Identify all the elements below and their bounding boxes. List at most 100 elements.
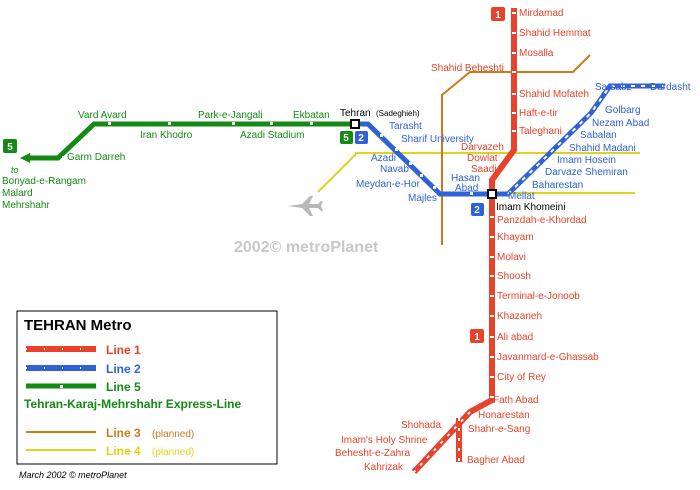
legend-line4-note: (planned) — [152, 447, 194, 458]
station-tehran-sub: (Sadeghieh) — [376, 109, 420, 118]
line2-dashes — [507, 85, 665, 195]
station-iran-khodro[interactable]: Iran Khodro — [140, 130, 193, 141]
station-shoosh[interactable]: Shoosh — [497, 271, 531, 282]
station-tehran[interactable]: Tehran — [340, 108, 371, 119]
station-azadi[interactable]: Azadi — [371, 153, 396, 164]
station-khazaneh[interactable]: Khazaneh — [497, 311, 542, 322]
station-darvaze-shemiran[interactable]: Darvaze Shemiran — [545, 167, 628, 178]
station-mellat[interactable]: Mellat — [508, 191, 535, 202]
line5-labels: Vard Avard Iran Khodro Park-e-Jangali Az… — [2, 110, 330, 211]
line1-stops — [490, 12, 516, 398]
station-panzdah-e-khordad[interactable]: Panzdah-e-Khordad — [497, 215, 587, 226]
station-imam-khomeini[interactable]: Imam Khomeini — [496, 202, 565, 213]
station-imams-holy-shrine[interactable]: Imam's Holy Shrine — [341, 435, 428, 446]
station-sharif-university[interactable]: Sharif University — [401, 134, 474, 145]
svg-text:1: 1 — [495, 10, 501, 21]
station-golbarg[interactable]: Golbarg — [605, 105, 641, 116]
line1-badge-top: 1 — [491, 7, 505, 21]
line5-stops — [62, 122, 313, 159]
station-behesht-e-zahra[interactable]: Behesht-e-Zahra — [335, 448, 410, 459]
station-kahrizak[interactable]: Kahrizak — [364, 462, 404, 473]
station-hasan-abad-1[interactable]: Hasan — [451, 173, 480, 184]
legend-line4-label: Line 4 — [106, 444, 141, 458]
line1-badge-mid: 1 — [470, 329, 484, 343]
station-saadi[interactable]: Saadi — [471, 164, 497, 175]
station-sarsabz[interactable]: Sarsabz — [595, 82, 632, 93]
watermark: 2002© metroPlanet — [234, 239, 379, 256]
station-shahid-hemmat[interactable]: Shahid Hemmat — [519, 28, 591, 39]
station-azadi-stadium[interactable]: Azadi Stadium — [240, 130, 304, 141]
station-ali-abad[interactable]: Ali abad — [497, 332, 533, 343]
station-mehrshahr[interactable]: Mehrshahr — [2, 200, 50, 211]
station-tarasht[interactable]: Tarasht — [389, 121, 422, 132]
line5-badge-tehran: 5 — [340, 131, 353, 144]
station-dowlat[interactable]: Dowlat — [467, 153, 498, 164]
station-ekbatan[interactable]: Ekbatan — [293, 110, 330, 121]
station-bonyad-e-rangam[interactable]: Bonyad-e-Rangam — [2, 176, 86, 187]
line1-labels: Mirdamad Shahid Hemmat Mosalla Shahid Be… — [335, 8, 599, 473]
svg-text:5: 5 — [7, 142, 13, 153]
station-fath-abad[interactable]: Fath Abad — [493, 395, 539, 406]
line3-track — [441, 54, 591, 245]
station-javanmard-e-ghassab[interactable]: Javanmard-e-Ghassab — [497, 352, 599, 363]
station-mosalla[interactable]: Mosalla — [519, 48, 554, 59]
station-haft-e-tir[interactable]: Haft-e-tir — [519, 108, 559, 119]
station-malard[interactable]: Malard — [2, 188, 33, 199]
station-nezam-abad[interactable]: Nezam Abad — [592, 118, 649, 129]
line4-track — [317, 152, 640, 194]
station-garm-darreh[interactable]: Garm Darreh — [67, 152, 125, 163]
legend-line1-label: Line 1 — [106, 343, 141, 357]
imam-khomeini-interchange[interactable] — [487, 189, 497, 199]
line2-labels: Tehran (Sadeghieh) Tarasht Sharif Univer… — [340, 82, 691, 204]
station-khayam[interactable]: Khayam — [497, 232, 534, 243]
station-shohada[interactable]: Shohada — [401, 420, 441, 431]
line2-badge-tehran: 2 — [355, 131, 368, 144]
station-sabalan[interactable]: Sabalan — [580, 130, 617, 141]
station-darvazeh[interactable]: Darvazeh — [461, 142, 504, 153]
svg-text:1: 1 — [474, 332, 480, 343]
legend-line5-label: Line 5 — [106, 380, 141, 394]
line5-track — [25, 121, 355, 161]
legend-line1: Line 1 — [26, 343, 141, 357]
line2-stops — [380, 134, 473, 195]
station-city-of-rey[interactable]: City of Rey — [497, 372, 546, 383]
line1-dashes — [413, 411, 471, 473]
station-baharestan[interactable]: Baharestan — [532, 180, 583, 191]
legend-line2: Line 2 — [26, 362, 141, 376]
legend-line3: Line 3 (planned) — [26, 426, 194, 440]
station-shahid-beheshti[interactable]: Shahid Beheshti — [431, 63, 504, 74]
station-bagher-abad[interactable]: Bagher Abad — [467, 455, 525, 466]
station-mirdamad[interactable]: Mirdamad — [519, 8, 563, 19]
station-terminal-e-jonoob[interactable]: Terminal-e-Jonoob — [497, 291, 580, 302]
station-hasan-abad-2: Abad — [455, 183, 478, 194]
station-imam-hosein[interactable]: Imam Hosein — [557, 155, 616, 166]
station-navab[interactable]: Navab — [380, 164, 409, 175]
svg-text:2: 2 — [358, 133, 364, 144]
line5-to-label: to — [11, 165, 19, 175]
station-dardasht[interactable]: Dardasht — [650, 82, 691, 93]
station-shahid-mofateh[interactable]: Shahid Mofateh — [519, 89, 589, 100]
tehran-interchange[interactable] — [350, 119, 360, 129]
station-vard-avard[interactable]: Vard Avard — [78, 110, 127, 121]
line2-badge-imam: 2 — [471, 203, 484, 216]
legend-line2-label: Line 2 — [106, 362, 141, 376]
legend-line3-note: (planned) — [152, 429, 194, 440]
legend-title: TEHRAN Metro — [24, 317, 132, 334]
legend: TEHRAN Metro Line 1 Line 2 Line 5 Tehran… — [16, 310, 278, 465]
airplane-icon — [288, 196, 323, 216]
station-taleghani[interactable]: Taleghani — [519, 126, 562, 137]
station-meydan-e-hor[interactable]: Meydan-e-Hor — [356, 179, 421, 190]
station-park-e-jangali[interactable]: Park-e-Jangali — [198, 110, 262, 121]
station-shahid-madani[interactable]: Shahid Madani — [569, 143, 636, 154]
svg-text:2: 2 — [474, 205, 480, 216]
station-molavi[interactable]: Molavi — [497, 252, 526, 263]
svg-text:5: 5 — [343, 133, 349, 144]
station-shahr-e-sang[interactable]: Shahr-e-Sang — [468, 424, 530, 435]
line5-badge-west: 5 — [3, 139, 17, 153]
station-honarestan[interactable]: Honarestan — [478, 410, 530, 421]
legend-line4: Line 4 (planned) — [26, 444, 194, 458]
line5-arrow-icon — [20, 153, 30, 163]
station-majles[interactable]: Majles — [408, 193, 437, 204]
legend-express: Tehran-Karaj-Mehrshahr Express-Line — [24, 397, 241, 411]
